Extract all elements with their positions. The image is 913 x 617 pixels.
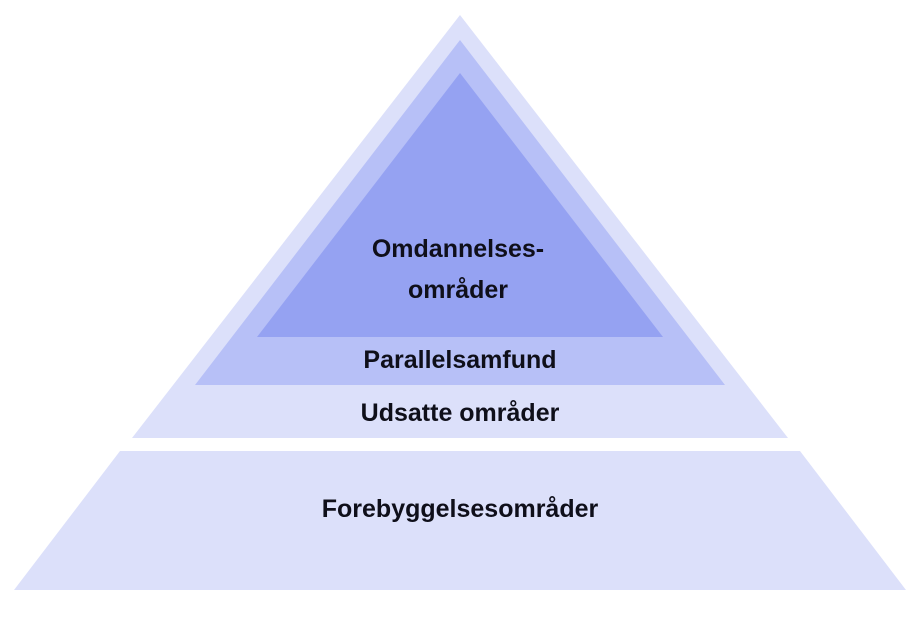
base-level-shape xyxy=(14,451,906,590)
parallel-level-label: Parallelsamfund xyxy=(363,346,556,374)
top-level-label-line1: Omdannelses- xyxy=(372,235,544,263)
top-level-shape xyxy=(257,73,663,337)
exposed-level-label: Udsatte områder xyxy=(361,399,560,427)
base-level-label: Forebyggelsesområder xyxy=(322,495,599,523)
top-level-label-line2: områder xyxy=(408,276,508,304)
